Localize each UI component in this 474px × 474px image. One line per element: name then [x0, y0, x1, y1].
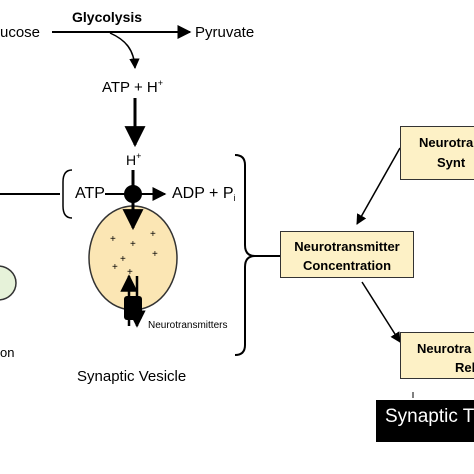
- synaptic-transmission-banner: Synaptic Tr: [376, 400, 474, 442]
- vesicle-mark: +: [112, 262, 118, 273]
- synthesis-line2: Synt: [437, 155, 466, 170]
- proton-pump: [124, 185, 142, 203]
- pyruvate-label: Pyruvate: [195, 24, 255, 41]
- synthesis-box: Neurotra Synt: [400, 126, 474, 180]
- vesicle-mark: +: [152, 249, 158, 260]
- synthesis-to-concentration-arrow: [356, 147, 401, 225]
- concentration-to-release-arrow: [361, 281, 401, 343]
- glycolysis-label: Glycolysis: [72, 9, 143, 25]
- concentration-line1: Neurotransmitter: [294, 239, 400, 254]
- vesicle-mark: +: [150, 229, 156, 240]
- atp-h-label: ATP + H+: [102, 78, 163, 96]
- left-bracket: [62, 169, 73, 219]
- synaptic-vesicle-label: Synaptic Vesicle: [77, 368, 187, 385]
- glycolysis-curve-arrow: [109, 32, 140, 70]
- right-brace: [234, 154, 256, 356]
- vesicle-mark: +: [127, 267, 133, 278]
- vesicle-mark: +: [120, 254, 126, 265]
- transporter-body: [124, 296, 142, 320]
- atp-label: ATP: [75, 185, 105, 202]
- left-partial-shape: [0, 265, 17, 301]
- release-line2: Rele: [455, 360, 474, 375]
- vesicle-mark: +: [130, 239, 136, 250]
- synthesis-line1: Neurotra: [419, 135, 474, 150]
- left-cut-label: on: [0, 345, 15, 360]
- concentration-box: Neurotransmitter Concentration: [280, 231, 414, 278]
- vesicle-mark: +: [110, 234, 116, 245]
- adp-pi-label: ADP + Pi: [172, 185, 236, 203]
- release-line1: Neurotra: [417, 341, 472, 356]
- concentration-line2: Concentration: [302, 258, 392, 273]
- glucose-label: ucose: [0, 24, 41, 41]
- release-box: Neurotra Rele: [400, 332, 474, 379]
- neurotransmitters-label: Neurotransmitters: [148, 320, 228, 331]
- h-ion-label: H+: [126, 151, 142, 168]
